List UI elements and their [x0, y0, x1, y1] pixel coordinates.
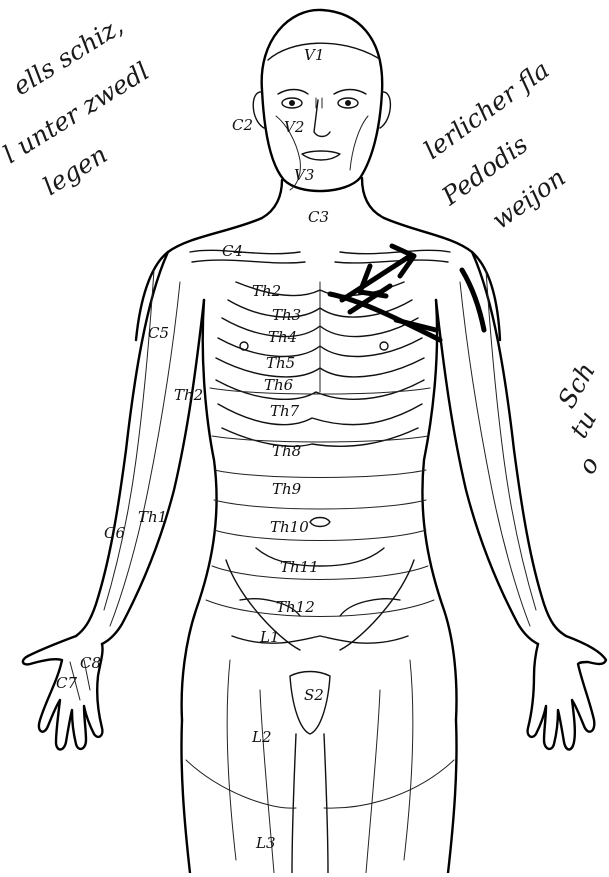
label-th10: Th10 — [270, 518, 309, 536]
neck-shoulders — [136, 178, 500, 340]
label-th11: Th11 — [280, 558, 319, 576]
label-c5: C5 — [148, 324, 169, 342]
label-th12: Th12 — [276, 598, 315, 616]
label-th4: Th4 — [268, 328, 297, 346]
label-v1: V1 — [304, 46, 324, 64]
label-v3: V3 — [294, 166, 314, 184]
note-right-mid-line-2: tu — [564, 406, 602, 443]
note-left-line-3: legen — [38, 140, 112, 202]
label-c6: C6 — [104, 524, 125, 542]
handwritten-note-left: ells schiz, l unter zwedl legen — [0, 11, 154, 201]
head-outline — [253, 10, 390, 191]
left-arm — [23, 252, 204, 750]
label-l2: L2 — [251, 728, 272, 746]
handwritten-note-right-mid: Sch tu o — [552, 358, 605, 479]
label-th3: Th3 — [272, 306, 301, 324]
label-th5: Th5 — [266, 354, 295, 372]
label-l3: L3 — [255, 834, 276, 852]
label-l1: L1 — [259, 628, 280, 646]
label-c7: C7 — [56, 674, 77, 692]
label-c8: C8 — [80, 654, 101, 672]
right-arm — [436, 252, 606, 750]
note-right-mid-line-1: Sch — [552, 358, 601, 413]
handwritten-note-right-top: lerlicher fla Pedodis weijon — [418, 55, 570, 235]
note-right-mid-line-3: o — [572, 451, 605, 479]
label-s2: S2 — [304, 686, 324, 704]
label-c3: C3 — [308, 208, 329, 226]
label-th1: Th1 — [138, 508, 167, 526]
label-th2-arm: Th2 — [174, 386, 203, 404]
label-v2: V2 — [284, 118, 304, 136]
label-th8: Th8 — [272, 442, 301, 460]
label-th7: Th7 — [270, 402, 300, 420]
label-th9: Th9 — [272, 480, 302, 498]
label-th6: Th6 — [264, 376, 294, 394]
note-right-line-1: lerlicher fla — [418, 55, 554, 165]
label-c4: C4 — [222, 242, 243, 260]
label-c2: C2 — [232, 116, 253, 134]
torso — [182, 282, 457, 734]
label-th2: Th2 — [252, 282, 281, 300]
